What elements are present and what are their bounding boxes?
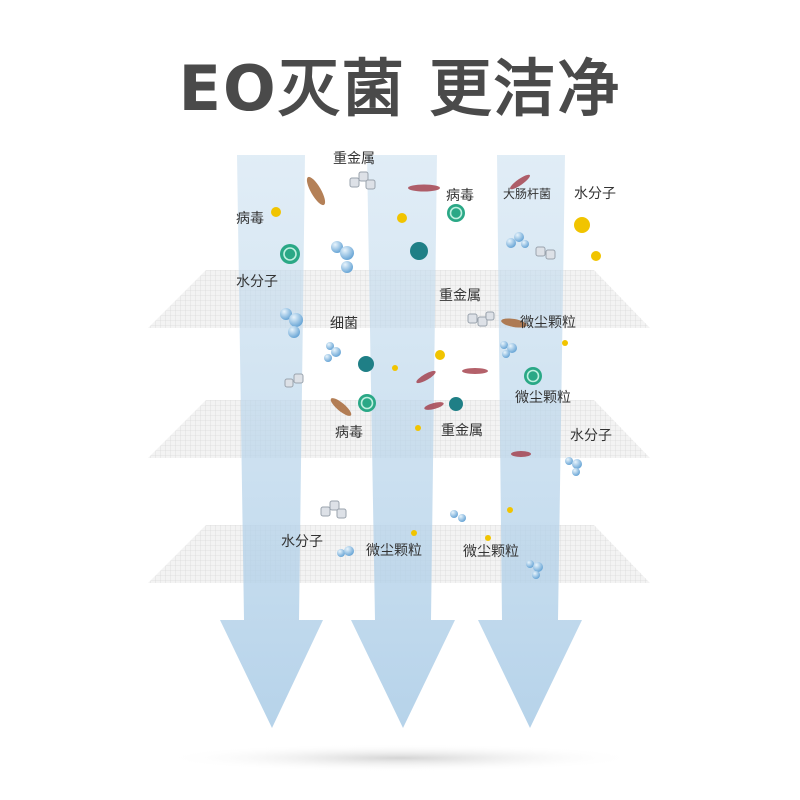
down-arrow-right xyxy=(478,155,582,728)
label-virus-lower: 病毒 xyxy=(335,425,363,441)
label-heavy-metal-top: 重金属 xyxy=(333,151,375,167)
label-dust-bottom-right: 微尘颗粒 xyxy=(463,544,519,560)
label-water-lower-right: 水分子 xyxy=(570,428,612,444)
down-arrow-left xyxy=(220,155,323,728)
label-dust-mid-right: 微尘颗粒 xyxy=(520,315,576,331)
label-water-left: 水分子 xyxy=(236,274,278,290)
label-heavy-metal-lower: 重金属 xyxy=(441,423,483,439)
label-virus-top-mid: 病毒 xyxy=(446,188,474,204)
label-heavy-metal-mid: 重金属 xyxy=(439,288,481,304)
dust-particles xyxy=(271,207,601,541)
label-dust-bottom-mid: 微尘颗粒 xyxy=(366,543,422,559)
ecoli-particles xyxy=(408,174,531,457)
label-bacteria-mid: 细菌 xyxy=(330,316,358,332)
virus-particles xyxy=(280,204,542,412)
ground-shadow xyxy=(160,744,640,772)
heavy-metal-particles xyxy=(284,171,556,519)
page-title: EO灭菌 更洁净 xyxy=(178,52,622,125)
down-arrow-middle xyxy=(351,155,455,728)
bacteria-particles xyxy=(306,176,527,416)
label-ecoli-top: 大肠杆菌 xyxy=(503,187,552,201)
label-dust-right: 微尘颗粒 xyxy=(515,390,571,406)
label-water-bottom-left: 水分子 xyxy=(281,534,323,550)
label-virus-left: 病毒 xyxy=(236,211,264,227)
water-molecules xyxy=(280,232,582,579)
label-water-top-right: 水分子 xyxy=(574,186,616,202)
spiky-virus-particles xyxy=(358,242,463,411)
